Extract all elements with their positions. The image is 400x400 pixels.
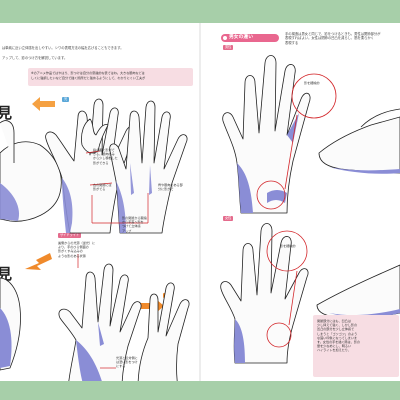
bottom-color-band [0,381,400,400]
right-note-text: 関節部分にはも、凹凸は 少し抑えて強く、しかし影の 凹凸の部分を少し立体感で し… [317,319,361,353]
callout-backlight: 裏側からの光源（逆光）に より、手のひら側面の 影がくすみ込みの ような影のある… [58,241,96,258]
section-title: 男女の違い [229,35,253,40]
shadow-fills-bottom [0,308,104,381]
section-bullet-icon [223,36,227,40]
hands-bottom-illustration [0,254,190,381]
male-hands-illustration [222,55,400,214]
arrow-light-top [32,97,55,111]
intro-line-1: は単純に近い立体感を出しやすい。シワの表現方法の幅を広げることもできます。 [2,46,124,50]
arrow-side-light [25,253,52,270]
top-color-band [0,0,400,23]
callout-opposite-shadow: 光源と反対側に は濃い影をつけ にする [116,356,138,369]
callout-thumb-wrist: 影の関節から親指 から手首へ影を つけて立体感 アップ [122,216,147,233]
tag-side-light: サイドライト [58,233,82,238]
note-line-2: しくに強調したいなど自分で描く箇所だと強めるようにして、わかりにくい工夫が [31,76,146,80]
right-note-box: 関節部分にはも、凹凸は 少し抑えて強く、しかし影の 凹凸の部分を少し立体感で し… [313,315,399,377]
callout-lines [85,150,149,224]
chapter-char-top: 見 [0,104,13,122]
page-gutter [199,23,201,381]
callout-lines-bottom [77,254,116,369]
callout-bone: 骨や筋肉のある部 分に影がで [158,183,183,192]
label-male: 男性 [223,45,234,50]
section-title-pill: 男女の違い [221,34,279,42]
left-page: は単純に近い立体感を出しやすい。シワの表現方法の幅を広げることもできます。 アッ… [0,23,199,381]
note-line-1: ※のアニメ作品ではやはり、影つけは自分の意識的な表ではね。大きな筋肉などは [31,71,145,75]
female-callout-label: 影を細線的 [280,244,296,248]
male-callout [256,73,337,210]
hands-top-illustration [0,98,188,234]
tag-light-top: 光 [62,97,70,102]
note-box: ※のアニメ作品ではやはり、影つけは自分の意識的な表ではね。大きな筋肉などは しく… [28,68,193,86]
male-callout-label: 影を細線的 [304,81,320,85]
female-callout [266,230,308,348]
shadow-fills [0,163,152,233]
intro-line-2: アップして、影のつけ方を解説しています。 [2,56,68,60]
callout-joint: 古の関節には 影がでる [93,183,112,192]
right-intro: 手の構造は男女と同じで、影をつけるときも。男性は関節部分が 表現すればよい。女性… [285,32,381,45]
label-female: 女性 [223,216,234,221]
right-page: 男女の違い 手の構造は男女と同じで、影をつけるときも。男性は関節部分が 表現すれ… [201,23,400,381]
callout-finger-pad: 指の腹に影がで きる。筋肉のみ から少し移動した 影ができる [93,148,118,165]
